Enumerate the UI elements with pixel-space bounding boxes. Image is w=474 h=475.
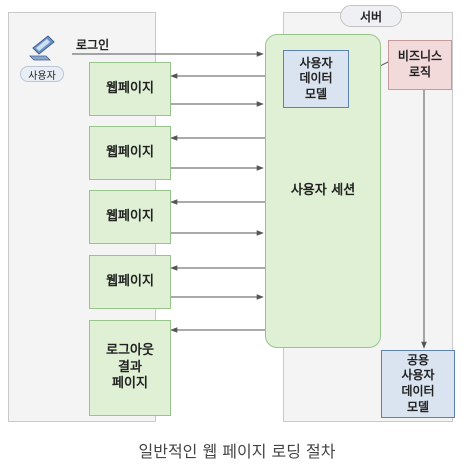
web-page-2: 웹페이지 (89, 126, 171, 180)
login-label: 로그인 (76, 38, 110, 52)
shared-user-data-model: 공용 사용자 데이터 모델 (381, 350, 455, 418)
web-page-3: 웹페이지 (89, 190, 171, 244)
diagram-caption: 일반적인 웹 페이지 로딩 절차 (138, 442, 336, 461)
user-label: 사용자 (20, 66, 64, 82)
computer-icon (29, 35, 55, 61)
logout-result-page: 로그아웃 결과 페이지 (89, 320, 171, 416)
web-page-1: 웹페이지 (89, 62, 171, 116)
web-page-4: 웹페이지 (89, 255, 171, 309)
business-logic: 비즈니스 로직 (388, 40, 452, 90)
user-data-model: 사용자 데이터 모델 (283, 50, 349, 108)
server-label: 서버 (340, 5, 402, 27)
